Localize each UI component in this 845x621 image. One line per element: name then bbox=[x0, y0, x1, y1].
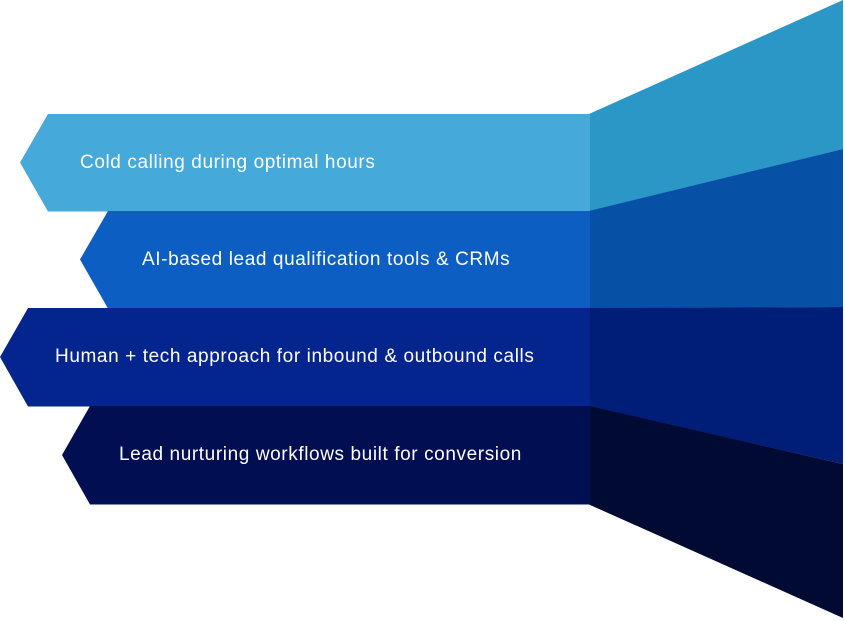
step-4-front-panel bbox=[62, 406, 590, 505]
step-1-label: Cold calling during optimal hours bbox=[80, 152, 376, 173]
step-2-front-panel bbox=[80, 211, 590, 309]
step-4-label: Lead nurturing workflows built for conve… bbox=[119, 444, 522, 465]
step-3-front-panel bbox=[0, 308, 590, 407]
step-4-side-panel bbox=[589, 406, 843, 618]
step-2-label: AI-based lead qualification tools & CRMs bbox=[142, 249, 511, 270]
step-3-side-panel bbox=[589, 307, 843, 464]
step-1-front-panel bbox=[20, 114, 590, 212]
step-1-side-panel bbox=[589, 0, 843, 212]
step-3-label: Human + tech approach for inbound & outb… bbox=[55, 346, 535, 367]
step-2-side-panel bbox=[589, 149, 843, 309]
